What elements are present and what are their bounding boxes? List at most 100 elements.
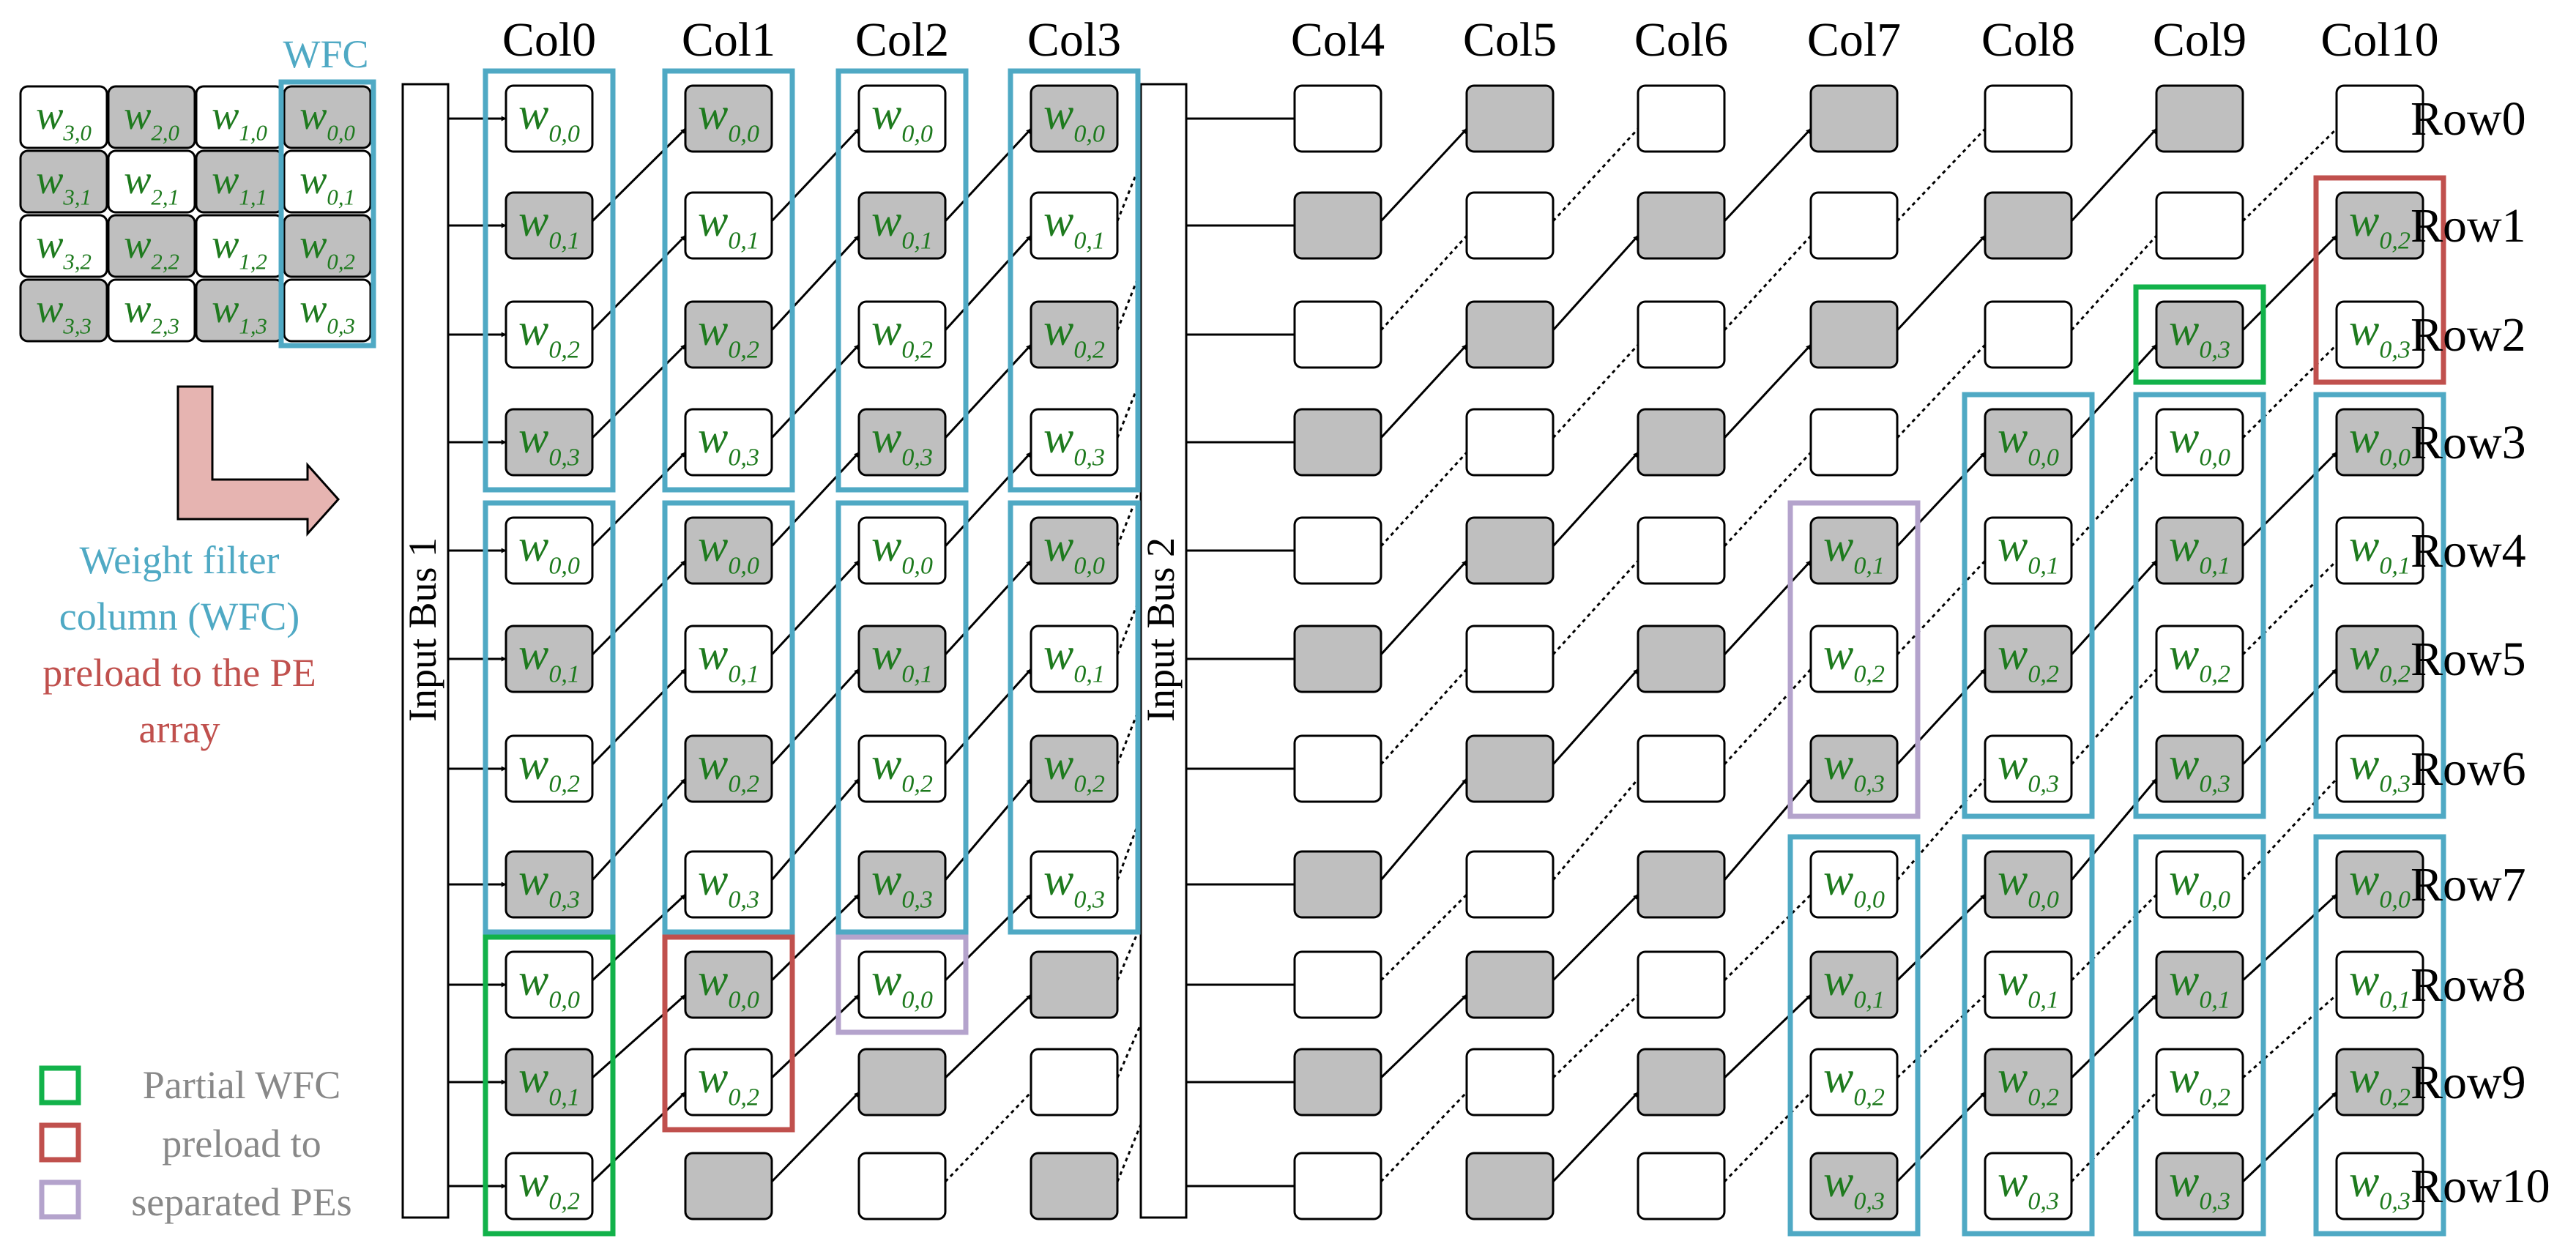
pe-weight-label: w0,3 [871, 855, 933, 913]
dataflow-arrow [2241, 234, 2338, 332]
pe-r1-c3: w0,1 [1030, 191, 1119, 260]
pe-weight-label: w1,1 [212, 157, 267, 210]
matrix-cell-r0-c3: w0,0 [283, 85, 372, 149]
pe-r7-c10: w0,0 [2335, 850, 2424, 919]
pe-weight-label: w1,2 [212, 222, 267, 275]
pe-cell [2335, 1048, 2424, 1117]
pe-cell [1809, 300, 1899, 369]
dataflow-arrow [591, 1091, 687, 1183]
pe-cell [2155, 84, 2244, 153]
dotted-connector [1896, 559, 1987, 656]
dotted-connector [1723, 451, 1812, 548]
dotted-connector [2070, 668, 2158, 765]
dataflow-arrow [770, 559, 860, 656]
matrix-cell-r3-c0: w3,3 [19, 278, 108, 343]
pe-r0-c4 [1293, 84, 1382, 153]
pe-cell [1465, 1048, 1555, 1117]
pe-cell [2335, 84, 2424, 153]
dotted-connector [1380, 1091, 1468, 1183]
row-header-0: Row0 [2411, 92, 2526, 146]
dotted-connector [1896, 778, 1987, 881]
pe-cell [1809, 84, 1899, 153]
dataflow-arrow [770, 994, 860, 1079]
pe-r9-c2 [857, 1048, 947, 1117]
pe-r7-c6 [1637, 850, 1726, 919]
blue-wfc-box [2313, 392, 2446, 819]
pe-cell [684, 1048, 773, 1117]
pe-weight-label: w0,2 [1823, 630, 1885, 687]
matrix-cell-r0-c0: w3,0 [19, 85, 108, 149]
pe-r6-c8: w0,3 [1984, 734, 2073, 803]
pe-cell [1030, 734, 1119, 803]
col-header-4: Col4 [1291, 13, 1385, 67]
dotted-connector [1723, 668, 1812, 766]
pe-weight-label: w0,1 [2349, 955, 2411, 1013]
pe-r9-c9: w0,2 [2155, 1048, 2244, 1117]
col-header-7: Col7 [1807, 13, 1901, 67]
pe-weight-label: w0,1 [1043, 630, 1105, 687]
pe-weight-label: w0,3 [2349, 305, 2411, 363]
pe-cell [1465, 625, 1555, 693]
pe-cell [857, 734, 947, 803]
pe-cell [1984, 191, 2073, 260]
pe-cell [2155, 408, 2244, 477]
pe-weight-label: w3,2 [36, 222, 92, 275]
wfc-caption: Weight filter column (WFC) preload to th… [42, 538, 316, 751]
pe-r3-c9: w0,0 [2155, 408, 2244, 477]
pe-r0-c10 [2335, 84, 2424, 153]
pe-weight-label: w0,3 [2169, 739, 2230, 797]
dataflow-arrow [2241, 893, 2338, 982]
highlight-boxes [483, 68, 2446, 1237]
pe-cell [2155, 1048, 2244, 1117]
pe-weight-label: w0,1 [1043, 196, 1105, 254]
pe-cell [2335, 1152, 2424, 1220]
pe-cell [2335, 191, 2424, 260]
pe-weight-label: w0,1 [2169, 521, 2230, 579]
pe-r8-c2: w0,0 [857, 950, 947, 1019]
pe-weight-label: w0,0 [2349, 413, 2411, 471]
dataflow-arrow [770, 343, 860, 439]
matrix-cell-bg [283, 214, 372, 278]
pe-weight-label: w0,2 [518, 305, 580, 363]
dataflow-arrow [1896, 668, 1987, 766]
dataflow-arrow [944, 127, 1032, 223]
pe-r6-c10: w0,3 [2335, 734, 2424, 803]
pe-r0-c8 [1984, 84, 2073, 153]
dotted-connector [944, 1091, 1032, 1183]
pe-r4-c5 [1465, 516, 1555, 585]
dotted-connector [1896, 343, 1987, 439]
pe-r1-c5 [1465, 191, 1555, 260]
pe-cell [684, 1152, 773, 1220]
dataflow-arrow [944, 343, 1032, 439]
dataflow-arrow [1723, 994, 1812, 1079]
pe-weight-label: w1,3 [212, 286, 267, 339]
pe-weight-label: w0,2 [1998, 1053, 2059, 1111]
pe-cell [684, 625, 773, 693]
matrix-cell-bg [19, 149, 108, 214]
pe-cell [857, 950, 947, 1019]
row-header-10: Row10 [2411, 1160, 2550, 1213]
pe-r9-c10: w0,2 [2335, 1048, 2424, 1117]
dotted-connector [1723, 893, 1812, 982]
pe-cell [505, 84, 594, 153]
pe-weight-label: w0,3 [299, 286, 355, 339]
pe-cell [2155, 516, 2244, 585]
pe-r9-c6 [1637, 1048, 1726, 1117]
pe-cell [1030, 191, 1119, 260]
pe-cell [857, 1048, 947, 1117]
pe-r2-c1: w0,2 [684, 300, 773, 369]
pe-r6-c3: w0,2 [1030, 734, 1119, 803]
pe-cell [1293, 950, 1382, 1019]
matrix-cell-bg [19, 85, 108, 149]
pe-r2-c10: w0,3 [2335, 300, 2424, 369]
blue-wfc-box [835, 68, 969, 493]
pe-r9-c1: w0,2 [684, 1048, 773, 1117]
pe-r10-c1 [684, 1152, 773, 1220]
blue-wfc-box [483, 500, 616, 935]
pe-weight-label: w0,3 [871, 413, 933, 471]
dotted-connector [1116, 1024, 1142, 1078]
pe-weight-label: w0,0 [518, 521, 580, 579]
pe-weight-label: w2,2 [124, 222, 179, 275]
